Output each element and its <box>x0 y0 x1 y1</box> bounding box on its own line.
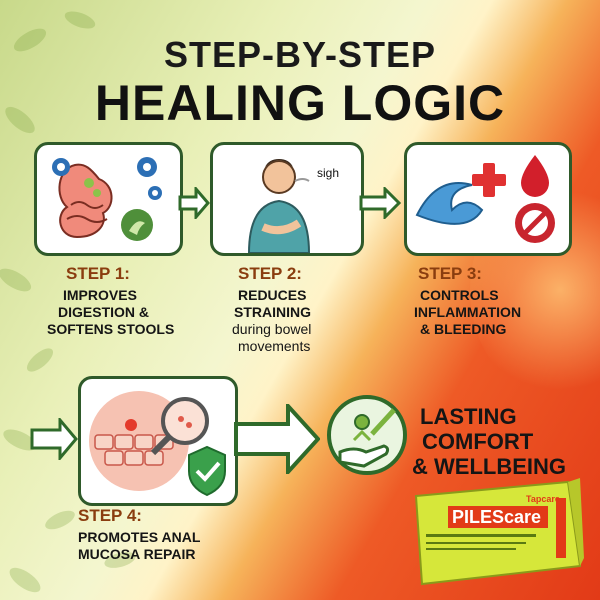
wellbeing-hand-icon <box>327 395 407 475</box>
step2-card: sigh <box>210 142 364 256</box>
step2-line-1: REDUCES <box>238 287 307 303</box>
step4-line-1: PROMOTES ANAL <box>78 529 201 545</box>
step3-card <box>404 142 572 256</box>
product-name: PILEScare <box>452 507 541 527</box>
speech-text: sigh <box>317 166 339 180</box>
blood-drop-icon <box>521 155 549 197</box>
person-sighing-icon: sigh <box>247 159 339 254</box>
step3-title: STEP 3: <box>418 264 482 283</box>
step2-line-2: STRAINING <box>234 304 311 320</box>
step4-title: STEP 4: <box>78 506 142 525</box>
step2-title: STEP 2: <box>238 264 302 283</box>
step3-line-3: & BLEEDING <box>420 321 507 337</box>
arrow-3-icon <box>30 418 78 460</box>
brand-text: Tapcare <box>526 494 560 504</box>
step3-line-1: CONTROLS <box>420 287 499 303</box>
leaf-pattern <box>0 11 136 593</box>
arrow-4-icon <box>234 404 320 474</box>
shield-check-icon <box>188 445 226 497</box>
step4-line-2: MUCOSA REPAIR <box>78 546 196 562</box>
arrow-2-icon <box>359 187 401 219</box>
step3-line-2: INFLAMMATION <box>414 304 522 320</box>
result-line-2: COMFORT <box>422 429 534 454</box>
result-line-1: LASTING <box>420 404 517 429</box>
step1-line-2: DIGESTION & <box>58 304 150 320</box>
step1-line-1: IMPROVES <box>63 287 137 303</box>
step2-line-3: during bowel <box>232 321 312 337</box>
step2-line-4: movements <box>238 338 311 354</box>
product-box: Tapcare PILEScare <box>414 478 584 586</box>
medical-cross-icon <box>472 163 506 197</box>
magnifier-icon <box>150 397 209 456</box>
step1-card <box>34 142 183 256</box>
mucosa-repair-icon <box>89 391 226 497</box>
digestive-system-icon <box>52 157 162 241</box>
step4-card <box>78 376 238 506</box>
result-line-3: & WELLBEING <box>412 454 566 479</box>
step1-title: STEP 1: <box>66 264 130 283</box>
gear-icon <box>52 158 70 176</box>
title-line-1: STEP-BY-STEP <box>163 34 437 75</box>
anti-inflammation-icon <box>415 155 555 243</box>
arrow-1-icon <box>178 187 210 219</box>
step1-line-3: SOFTENS STOOLS <box>47 321 175 337</box>
title-line-2: HEALING LOGIC <box>94 75 506 131</box>
